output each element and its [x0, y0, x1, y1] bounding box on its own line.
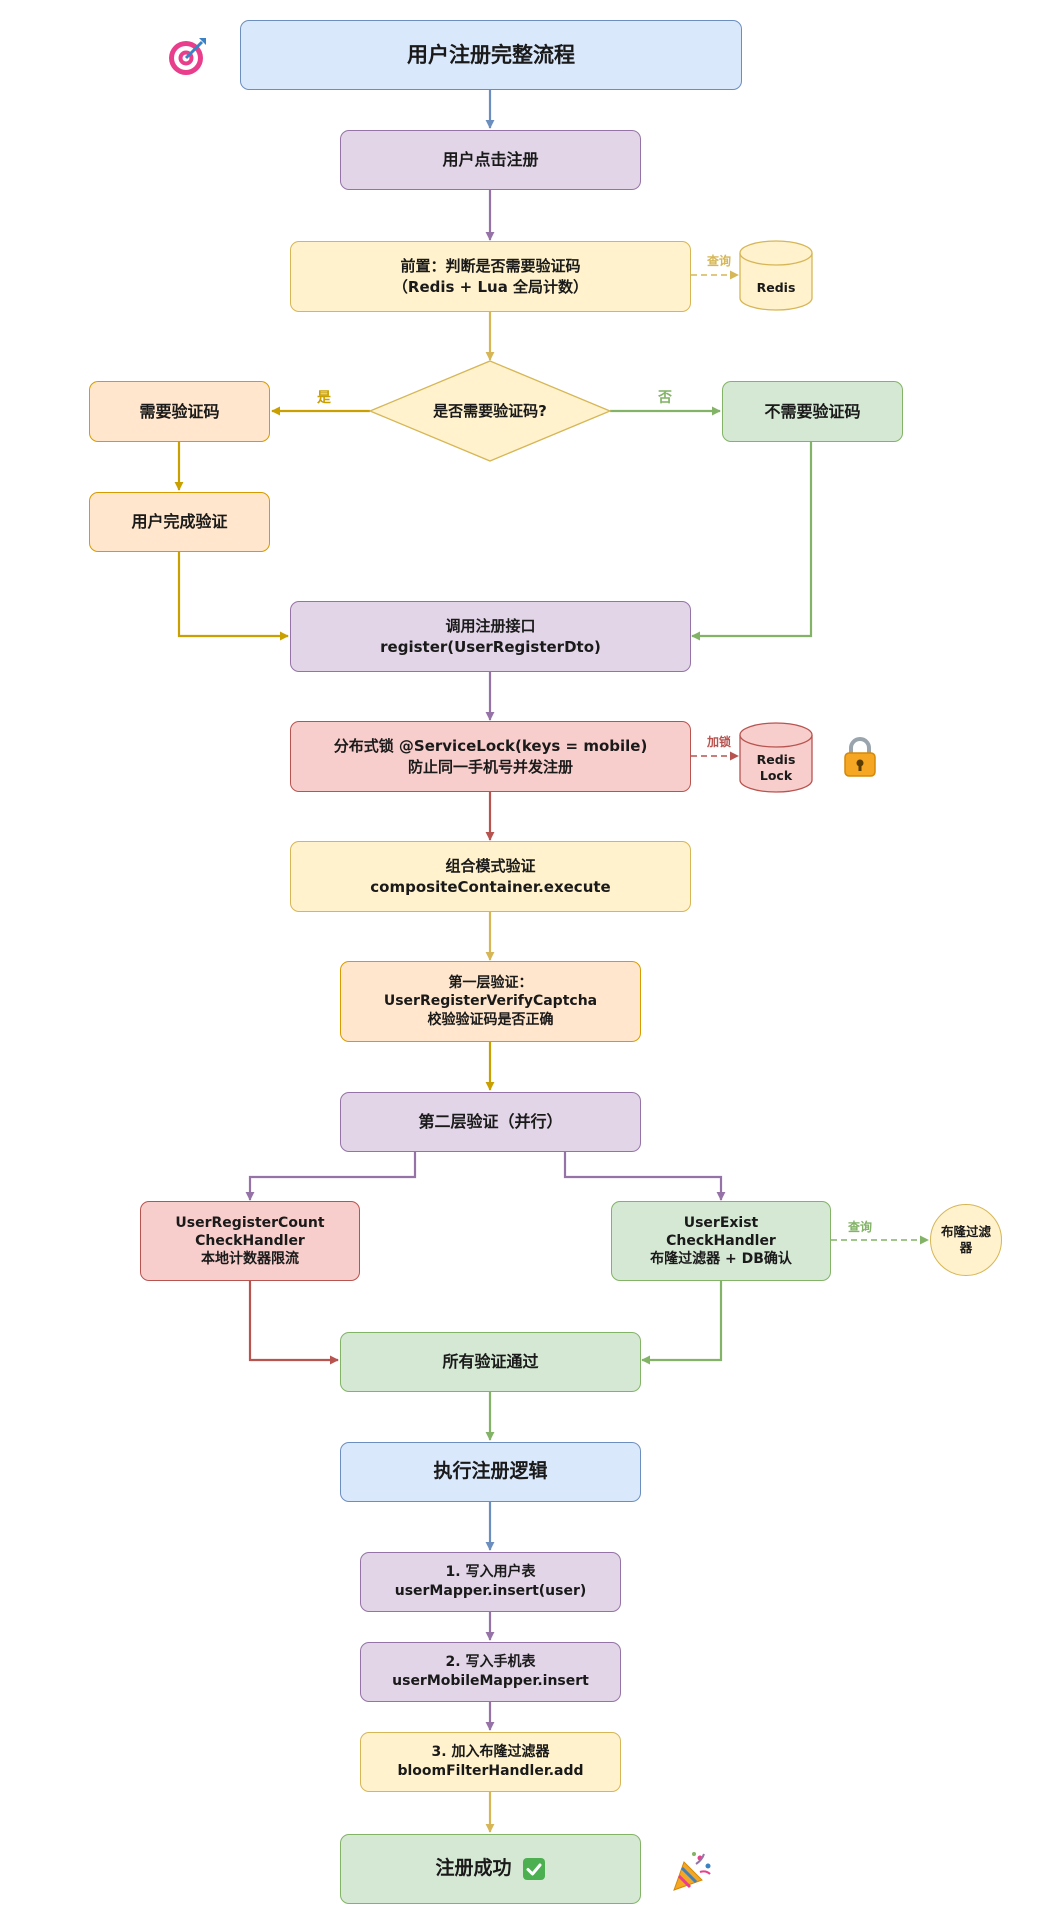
node-user-exist-handler: UserExist CheckHandler 布隆过滤器 + DB确认 — [611, 1201, 831, 1281]
check-mark-icon — [522, 1858, 545, 1880]
node-text: 需要验证码 — [139, 401, 220, 421]
edge-complete-api — [177, 552, 289, 641]
node-text-line: UserRegisterVerifyCaptcha — [383, 993, 598, 1010]
node-distributed-lock: 分布式锁 @ServiceLock(keys = mobile) 防止同一手机号… — [290, 721, 691, 792]
node-text-line: 防止同一手机号并发注册 — [407, 757, 573, 776]
edge-label-yes: 是 — [317, 390, 331, 406]
node-text-line: compositeContainer.execute — [370, 877, 611, 896]
node-execute-register: 执行注册逻辑 — [340, 1442, 641, 1502]
node-text-line: userMapper.insert(user) — [394, 1583, 587, 1599]
store-text-line: 布隆过滤 — [940, 1223, 991, 1239]
node-text-line: CheckHandler — [195, 1232, 305, 1249]
node-text-line: 分布式锁 @ServiceLock(keys = mobile) — [333, 737, 648, 756]
node-layer1-verify: 第一层验证： UserRegisterVerifyCaptcha 校验验证码是否… — [340, 961, 641, 1042]
node-text-line: UserRegisterCount — [175, 1214, 325, 1231]
party-popper-icon — [673, 1852, 711, 1891]
node-text-line: bloomFilterHandler.add — [397, 1763, 584, 1779]
node-step-insert-mobile: 2. 写入手机表 userMobileMapper.insert — [360, 1642, 621, 1702]
node-register-count-handler: UserRegisterCount CheckHandler 本地计数器限流 — [140, 1201, 360, 1281]
node-text: 注册成功 — [435, 1857, 512, 1880]
node-text-line: CheckHandler — [666, 1232, 776, 1249]
node-text-line: UserExist — [683, 1214, 759, 1231]
target-icon — [169, 38, 206, 75]
edge-noneed-api — [691, 442, 813, 641]
redis-cylinder — [739, 240, 813, 311]
node-text-line: register(UserRegisterDto) — [380, 637, 601, 656]
node-step-add-bloom: 3. 加入布隆过滤器 bloomFilterHandler.add — [360, 1732, 621, 1792]
node-text-line: （Redis + Lua 全局计数） — [392, 277, 589, 296]
edge-label-no: 否 — [658, 390, 672, 406]
node-need-captcha: 需要验证码 — [89, 381, 270, 442]
node-text-line: 调用注册接口 — [445, 617, 536, 636]
edge-exist-allpass — [641, 1280, 723, 1365]
bloom-filter-store: 布隆过滤 器 — [930, 1204, 1002, 1276]
node-no-captcha: 不需要验证码 — [722, 381, 903, 442]
node-step-insert-user: 1. 写入用户表 userMapper.insert(user) — [360, 1552, 621, 1612]
node-text-line: 组合模式验证 — [445, 857, 536, 876]
store-text-line: 器 — [959, 1240, 973, 1255]
edge-count-allpass — [248, 1280, 339, 1365]
node-call-register-api: 调用注册接口 register(UserRegisterDto) — [290, 601, 691, 672]
edge-label-query-bloom: 查询 — [848, 1220, 873, 1234]
redis-lock-cylinder — [739, 722, 813, 793]
edge-label-query-redis: 查询 — [707, 254, 732, 268]
node-user-complete-verify: 用户完成验证 — [89, 492, 270, 552]
node-text-line: 前置：判断是否需要验证码 — [400, 257, 581, 276]
node-register-success: 注册成功 — [340, 1834, 641, 1904]
lock-icon — [844, 737, 876, 777]
node-text-line: 2. 写入手机表 — [445, 1654, 536, 1671]
node-precheck: 前置：判断是否需要验证码 （Redis + Lua 全局计数） — [290, 241, 691, 312]
node-text: 所有验证通过 — [442, 1352, 539, 1372]
node-text-line: userMobileMapper.insert — [392, 1673, 589, 1689]
node-layer2-verify: 第二层验证（并行） — [340, 1092, 641, 1152]
store-text-line: Lock — [759, 768, 793, 784]
node-composite-verify: 组合模式验证 compositeContainer.execute — [290, 841, 691, 912]
node-text-line: 第一层验证： — [448, 975, 533, 992]
node-text: 第二层验证（并行） — [418, 1112, 563, 1132]
node-user-click-register: 用户点击注册 — [340, 130, 641, 190]
decision-text: 是否需要验证码? — [390, 396, 590, 426]
node-text-line: 1. 写入用户表 — [445, 1564, 536, 1581]
node-text-line: 本地计数器限流 — [201, 1251, 299, 1268]
node-text-line: 校验验证码是否正确 — [427, 1011, 554, 1028]
node-text-line: 3. 加入布隆过滤器 — [431, 1744, 550, 1761]
node-text: 是否需要验证码? — [433, 401, 547, 420]
node-text: 用户点击注册 — [442, 150, 539, 170]
page-title: 用户注册完整流程 — [240, 20, 742, 90]
node-text: 用户完成验证 — [131, 512, 228, 532]
edge-layer2-exist — [563, 1152, 726, 1201]
store-text-line: Redis — [756, 752, 796, 767]
node-text: 不需要验证码 — [764, 401, 861, 421]
node-all-verify-pass: 所有验证通过 — [340, 1332, 641, 1392]
node-text: 执行注册逻辑 — [433, 1460, 548, 1483]
title-text: 用户注册完整流程 — [407, 42, 575, 67]
decision-diamond — [368, 360, 612, 462]
edge-label-lock: 加锁 — [707, 735, 732, 749]
redis-label: Redis — [756, 280, 796, 295]
edge-layer2-count — [245, 1152, 417, 1201]
redis-lock-label: Redis Lock — [740, 752, 812, 785]
node-text-line: 布隆过滤器 + DB确认 — [650, 1251, 792, 1268]
